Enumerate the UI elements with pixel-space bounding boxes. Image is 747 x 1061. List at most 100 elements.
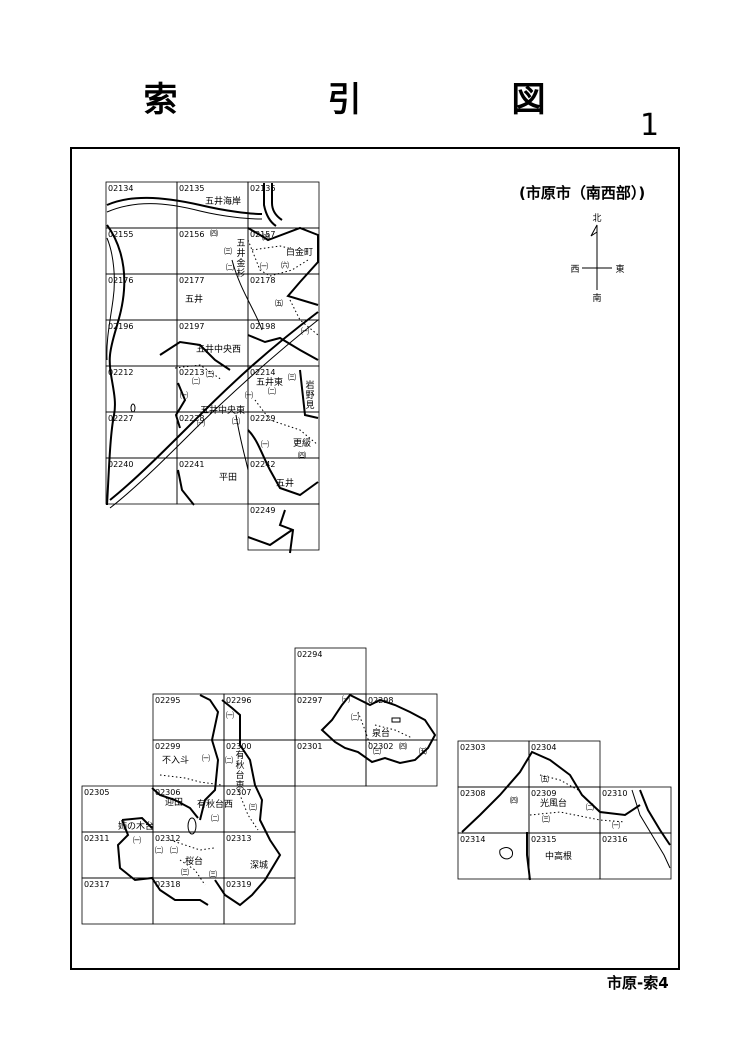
grid-cell-code: 02212 (108, 368, 133, 377)
road-line-1 (231, 259, 263, 331)
izumidai-features (320, 693, 437, 765)
chome-mark: ㈠ (261, 439, 269, 449)
grid-cell-code: 02312 (155, 834, 180, 843)
grid-cell-code: 02156 (179, 230, 204, 239)
chome-mark: ㈡ (586, 802, 594, 812)
grid-cell-code: 02213 (179, 368, 204, 377)
place-name: 白金町 (286, 246, 313, 258)
chome-mark: ㈡ (226, 262, 234, 272)
chome-mark: ㈡ (351, 712, 359, 722)
district-boundary-2 (159, 340, 231, 371)
district-boundary-12 (116, 819, 209, 906)
place-name: 野 (305, 390, 314, 401)
chome-mark: ㈢ (206, 369, 214, 379)
kofudai-boundary (461, 750, 641, 833)
grid-cell-code: 02313 (226, 834, 251, 843)
grid-cell-code: 02136 (250, 184, 275, 193)
place-name: 五井中央東 (200, 404, 245, 416)
chome-mark: ㈠ (260, 261, 268, 271)
chome-mark: ㈠ (342, 694, 350, 704)
grid-cell-code: 02315 (531, 835, 556, 844)
chome-mark: ㈠ (202, 753, 210, 763)
grid-cell-code: 02294 (297, 650, 322, 659)
grid-cell-code: 02197 (179, 322, 204, 331)
canal-line-2 (271, 183, 283, 221)
page-number: 1 (640, 108, 660, 143)
map-frame (70, 147, 680, 970)
compass-west: 西 (570, 264, 579, 275)
district-boundary-9 (177, 469, 195, 506)
place-name: 台 (235, 769, 244, 781)
grid-cell-code: 02302 (368, 742, 393, 751)
chome-mark: ㈢ (209, 869, 217, 879)
chome-mark: ㈡ (170, 845, 178, 855)
chome-boundary-2 (251, 245, 297, 251)
district-boundary-10 (199, 694, 220, 821)
river-east (639, 789, 671, 846)
chome-boundary-9 (237, 789, 259, 831)
district-boundary-4 (247, 334, 319, 361)
chome-marks: ㈣㈢㈡㈠㈣㈥㈤㈠㈢㈡㈠㈢㈡㈠㈠㈡㈠㈣㈠㈠㈡㈢㈡㈠㈡㈡㈢㈢㈠㈡㈢㈣㈤㈣㈤㈢㈡㈠ (133, 229, 620, 879)
main-railway (109, 311, 319, 501)
place-name: 五井 (276, 477, 294, 489)
grid-cell-code: 02228 (179, 414, 204, 423)
place-name: 泉台 (372, 727, 390, 739)
grid-cell-code: 02198 (250, 322, 275, 331)
grid-cell-code: 02308 (460, 789, 485, 798)
place-name: 有 (235, 749, 244, 761)
compass-south: 南 (592, 292, 601, 304)
chome-boundary-4 (174, 364, 223, 381)
place-name: 杉 (236, 267, 245, 279)
main-railway-2 (109, 319, 319, 509)
chome-boundary-6 (159, 774, 223, 786)
grid-cell-code: 02304 (531, 743, 556, 752)
grid-cell-code: 02134 (108, 184, 133, 193)
district-boundary-13 (151, 787, 199, 819)
grid-cell-code: 02307 (226, 788, 251, 797)
grid-cell-code: 02241 (179, 460, 204, 469)
district-boundary-11 (214, 699, 282, 907)
grid-cell (223, 877, 296, 925)
canal-line (263, 183, 277, 227)
chome-mark: ㈡ (232, 416, 240, 426)
place-name: 姉の木台 (118, 820, 154, 832)
place-name: 深城 (250, 860, 268, 871)
building-shape (391, 717, 401, 723)
grid-cell-code: 02306 (155, 788, 180, 797)
place-name: 不入斗 (162, 755, 189, 766)
district-boundary-5 (299, 369, 319, 419)
page-footer: 市原-索4 (607, 974, 669, 992)
grid-cell-code: 02305 (84, 788, 109, 797)
coast-road-line (106, 196, 263, 215)
chome-boundary-1 (247, 239, 309, 277)
grid-cell-code: 02319 (226, 880, 251, 889)
chome-mark: ㈠ (180, 390, 188, 400)
chome-mark: ㈢ (373, 746, 381, 756)
grid-cell-code: 02135 (179, 184, 204, 193)
place-name: 見 (305, 400, 314, 411)
grid-cell-code: 02178 (250, 276, 275, 285)
chome-mark: ㈢ (288, 372, 296, 382)
place-name: 秋 (235, 759, 244, 771)
chome-mark: ㈠ (612, 820, 620, 830)
chome-mark: ㈤ (541, 774, 549, 784)
place-name: 五 (236, 239, 245, 249)
district-boundary-15 (526, 832, 531, 881)
river-inner (106, 237, 115, 361)
chome-mark: ㈢ (181, 867, 189, 877)
grid-cell-code: 02157 (250, 230, 275, 239)
chome-mark: ㈡ (211, 813, 219, 823)
grid-cell (247, 503, 320, 551)
grid-cell-code: 02301 (297, 742, 322, 751)
place-name: 平田 (219, 472, 237, 483)
southwest-features (116, 694, 282, 907)
place-name: 光風台 (540, 797, 567, 809)
place-names: 五井海岸五井金杉白金町五井五井中央西五井東岩野見五井中央東更級平田五井不入斗有秋… (118, 195, 572, 871)
district-boundary-1 (247, 226, 319, 306)
place-name: 岩 (305, 379, 314, 391)
place-name: 金 (236, 257, 245, 269)
grid-cell-code: 02155 (108, 230, 133, 239)
place-name: 五井海岸 (205, 195, 241, 207)
grid-cell-code: 02299 (155, 742, 180, 751)
izumidai-boundary (320, 693, 437, 765)
